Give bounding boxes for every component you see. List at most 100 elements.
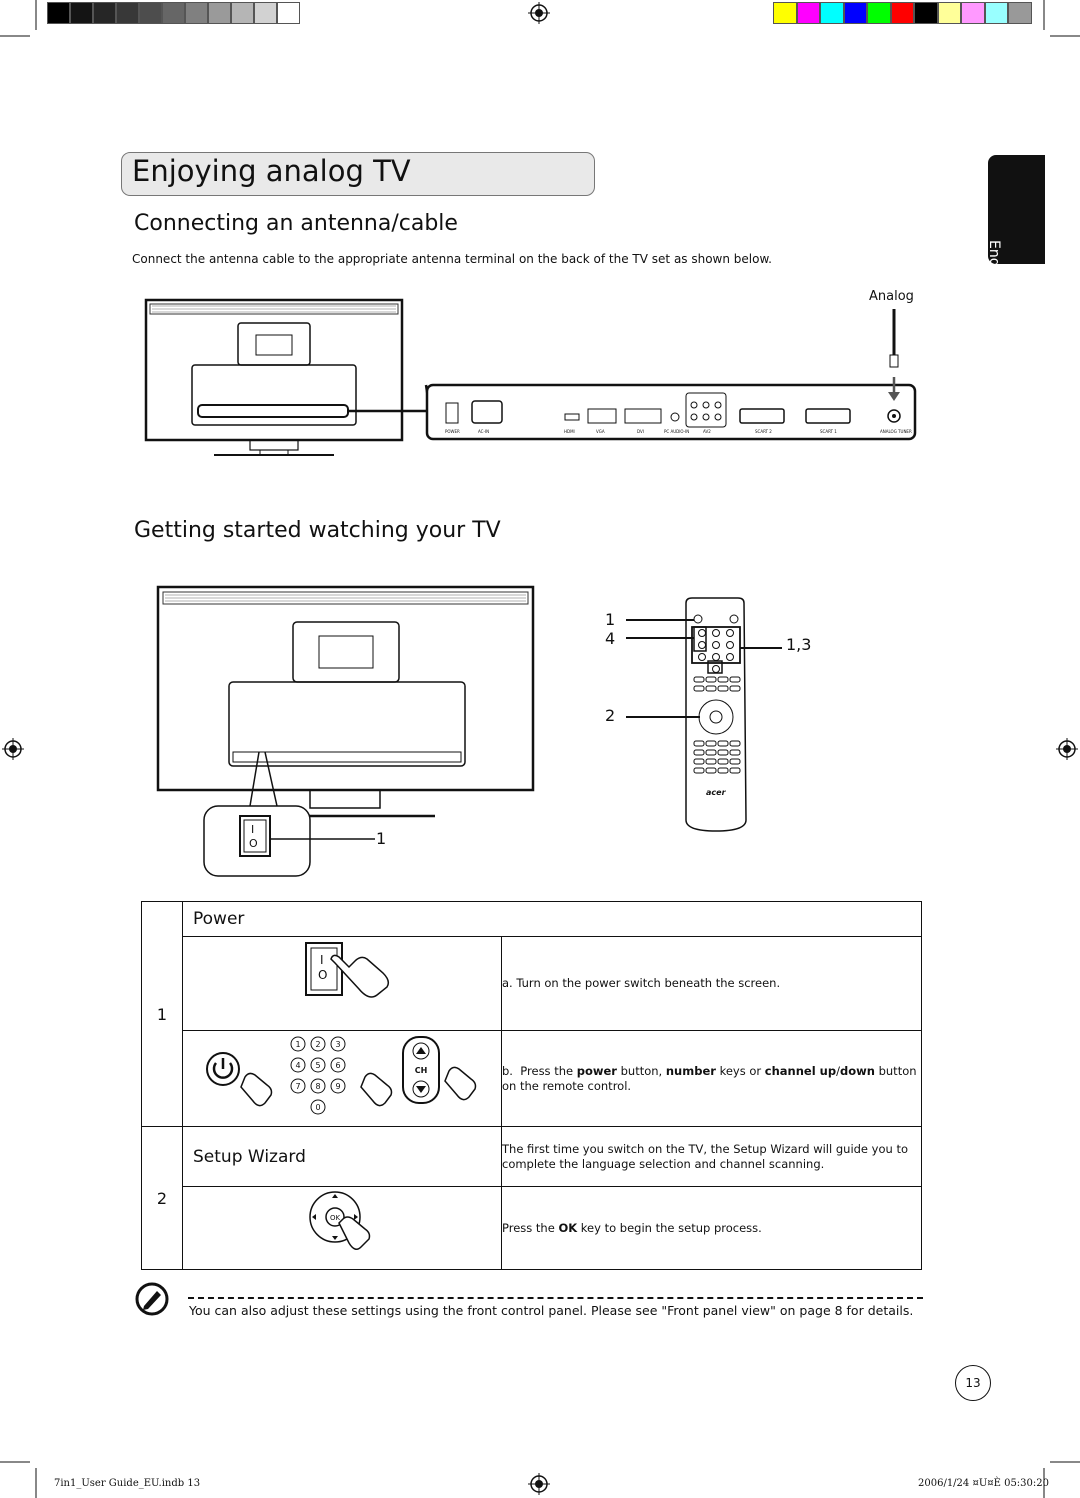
ok-key-label: OK <box>330 1214 341 1222</box>
key-8: 8 <box>315 1082 320 1091</box>
key-0: 0 <box>315 1103 320 1112</box>
language-tab <box>988 155 1045 264</box>
remote-callout-lines <box>626 619 782 718</box>
step-1b-t2: button, <box>616 1063 666 1078</box>
registration-mark-top <box>528 2 550 24</box>
gray-swatch <box>116 2 139 24</box>
port-label-ac-in: AC-IN <box>478 429 489 434</box>
color-swatch <box>773 2 797 24</box>
power-switch-press-illustration: I O <box>305 942 390 998</box>
step-2-description: The first time you switch on the TV, the… <box>501 1126 922 1187</box>
tv-back-antenna-diagram: POWER AC-IN HDMI VGA DVI PC AUDIO-IN AV2… <box>144 298 917 456</box>
color-swatch <box>796 2 820 24</box>
step-1b-t4: / <box>836 1063 840 1078</box>
port-label-av2: AV2 <box>703 429 711 434</box>
language-tab-label: English <box>986 240 1002 291</box>
remote-callout-1: 1 <box>605 610 616 629</box>
gray-swatch <box>231 2 254 24</box>
color-swatch <box>937 2 961 24</box>
page-title: Enjoying analog TV <box>132 154 411 188</box>
pointing-hand-icon <box>360 1072 393 1107</box>
pointing-hand-icon <box>330 954 390 998</box>
pointing-hand-icon <box>444 1066 477 1101</box>
step-2-ok-key: OK <box>558 1220 578 1235</box>
analog-label: Analog <box>869 289 914 304</box>
switch-on-symbol: I <box>251 823 254 836</box>
antenna-instruction: Connect the antenna cable to the appropr… <box>132 252 772 266</box>
ok-key-press-illustration: OK <box>309 1191 371 1250</box>
antenna-section-heading: Connecting an antenna/cable <box>134 211 458 236</box>
step-1-title: Power <box>182 901 922 937</box>
key-9: 9 <box>335 1082 340 1091</box>
remote-callout-4: 4 <box>605 629 616 648</box>
color-swatch <box>820 2 844 24</box>
remote-callout-1-3: 1,3 <box>786 635 812 654</box>
step-2-title: Setup Wizard <box>182 1126 502 1187</box>
step-1b-channel: channel up <box>764 1063 837 1078</box>
step-1b-t3: keys or <box>715 1063 765 1078</box>
switch-on-glyph: I <box>320 953 324 967</box>
title-banner <box>121 152 595 196</box>
channel-label: CH <box>415 1066 428 1075</box>
color-swatch <box>843 2 867 24</box>
switch-off-symbol: O <box>249 837 258 850</box>
gray-swatch <box>277 2 300 24</box>
step-1b-power: power <box>576 1063 617 1078</box>
color-swatch <box>984 2 1008 24</box>
switch-off-glyph: O <box>318 968 327 982</box>
color-swatch <box>914 2 938 24</box>
color-swatch <box>867 2 891 24</box>
step-1b-prefix: b. <box>502 1063 513 1078</box>
key-4: 4 <box>295 1061 300 1070</box>
key-1: 1 <box>295 1040 300 1049</box>
port-label-scart2: SCART 2 <box>755 429 772 434</box>
tv-back-power-diagram: I O <box>156 585 535 877</box>
gray-swatch <box>93 2 116 24</box>
step-1b-number: number <box>665 1063 716 1078</box>
gray-swatch <box>139 2 162 24</box>
note-icon <box>135 1282 169 1316</box>
gray-swatch <box>185 2 208 24</box>
remote-brand-logo: acer <box>706 788 727 797</box>
color-swatch <box>890 2 914 24</box>
tv-switch-callout: 1 <box>376 829 387 848</box>
key-3: 3 <box>335 1040 340 1049</box>
pointing-hand-icon <box>338 1216 371 1250</box>
registration-mark-left <box>2 738 24 760</box>
port-label-power: POWER <box>445 429 460 434</box>
power-switch-illustration-cell: I O <box>182 936 502 1031</box>
remote-control-diagram: acer <box>685 597 747 832</box>
port-label-dvi: DVI <box>637 429 644 434</box>
step-2-ok-t2: key to begin the setup process. <box>577 1220 762 1235</box>
step-1a-text: a. Turn on the power switch beneath the … <box>501 936 922 1031</box>
note-text: You can also adjust these settings using… <box>189 1303 914 1318</box>
color-swatch <box>1008 2 1032 24</box>
pointing-hand-icon <box>240 1072 273 1107</box>
remote-buttons-press-illustration: 1 2 3 4 5 6 7 8 9 0 CH <box>206 1036 477 1115</box>
remote-buttons-illustration-cell: 1 2 3 4 5 6 7 8 9 0 CH <box>182 1030 502 1127</box>
footer-file-info: 7in1_User Guide_EU.indb 13 <box>54 1478 201 1489</box>
step-1b-down: down <box>839 1063 875 1078</box>
ok-key-illustration-cell: OK <box>182 1186 502 1270</box>
port-label-hdmi: HDMI <box>564 429 575 434</box>
step-1-number: 1 <box>141 901 183 1127</box>
page-number: 13 <box>955 1365 991 1401</box>
port-label-scart1: SCART 1 <box>820 429 837 434</box>
getting-started-heading: Getting started watching your TV <box>134 518 501 543</box>
remote-callout-2: 2 <box>605 706 616 725</box>
key-5: 5 <box>315 1061 320 1070</box>
registration-mark-right <box>1056 738 1078 760</box>
gray-swatch <box>254 2 277 24</box>
step-2-ok-t1: Press the <box>502 1220 559 1235</box>
note-divider <box>188 1297 923 1299</box>
gray-swatch <box>70 2 93 24</box>
footer-timestamp: 2006/1/24 ¤U¤È 05:30:20 <box>918 1478 1049 1489</box>
gray-swatch <box>162 2 185 24</box>
steps-table: 1 Power I O a. Turn on the power switch … <box>141 901 922 1270</box>
port-label-pc-audio: PC AUDIO-IN <box>664 429 689 434</box>
key-7: 7 <box>295 1082 300 1091</box>
key-6: 6 <box>335 1061 340 1070</box>
port-label-analog-tuner: ANALOG TUNER <box>880 429 912 434</box>
registration-mark-bottom <box>528 1473 550 1495</box>
